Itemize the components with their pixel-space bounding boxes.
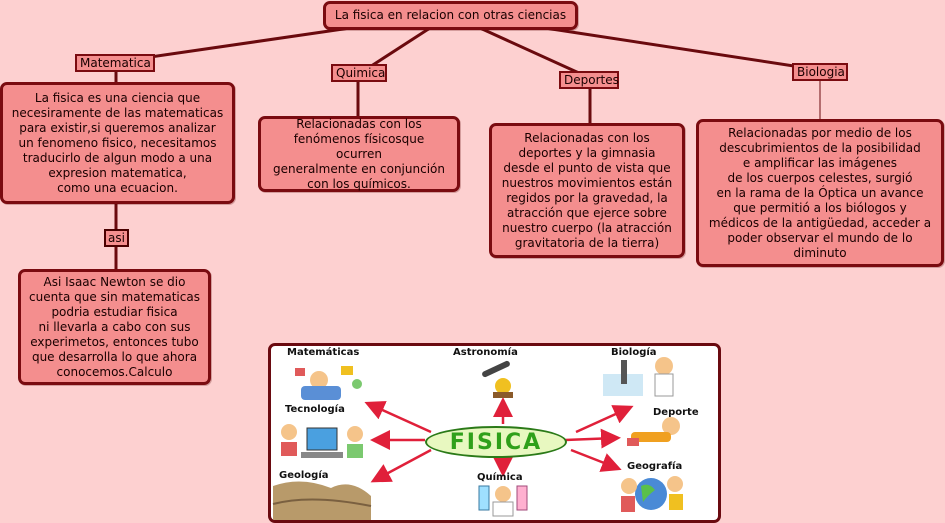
link-title-biologia <box>543 26 822 72</box>
fisica-illustration: Matemáticas Astronomía Biología Tecnolog… <box>268 343 721 523</box>
biologia-art <box>603 357 674 397</box>
astronomia-art <box>482 360 513 398</box>
label-matematica[interactable]: Matematica <box>75 54 155 72</box>
label-art-quimica: Química <box>477 472 523 483</box>
matematicas-art <box>295 366 362 400</box>
geografia-art <box>621 476 683 512</box>
label-art-astronomia: Astronomía <box>453 347 518 358</box>
label-biologia[interactable]: Biologia <box>792 63 848 81</box>
box-newton-text: Asi Isaac Newton se dio cuenta que sin m… <box>29 274 200 379</box>
box-newton[interactable]: Asi Isaac Newton se dio cuenta que sin m… <box>18 269 211 385</box>
tecnologia-art <box>281 424 363 458</box>
box-matematica-text: La fisica es una ciencia que necesiramen… <box>11 90 224 195</box>
geologia-art <box>272 481 372 520</box>
illustration-art <box>272 357 683 520</box>
label-art-biologia: Biología <box>611 347 657 358</box>
label-biologia-text: Biologia <box>797 65 845 79</box>
label-art-geologia: Geología <box>279 470 329 481</box>
label-art-matematicas: Matemáticas <box>287 347 360 358</box>
box-biologia[interactable]: Relacionadas por medio de los descubrimi… <box>696 119 944 267</box>
label-art-tecnologia: Tecnología <box>285 404 345 415</box>
box-quimica[interactable]: Relacionadas con los fenómenos físicosqu… <box>258 116 460 192</box>
label-deportes-text: Deportes <box>564 73 619 87</box>
fisica-center-text: FISICA <box>449 429 543 455</box>
label-art-deporte: Deporte <box>653 407 699 418</box>
label-art-geografia: Geografía <box>627 461 683 472</box>
center-arrows <box>364 397 634 483</box>
label-quimica[interactable]: Quimica <box>331 64 387 82</box>
box-quimica-text: Relacionadas con los fenómenos físicosqu… <box>273 116 445 191</box>
label-deportes[interactable]: Deportes <box>559 71 619 89</box>
box-biologia-text: Relacionadas por medio de los descubrimi… <box>708 125 932 260</box>
label-matematica-text: Matematica <box>80 56 151 70</box>
link-title-matematica <box>114 26 352 64</box>
label-asi[interactable]: asi <box>104 229 129 247</box>
quimica-art <box>478 485 528 517</box>
fisica-center-label: FISICA <box>425 426 567 458</box>
link-title-deportes <box>478 26 592 80</box>
title-text: La fisica en relacion con otras ciencias <box>334 8 567 22</box>
label-quimica-text: Quimica <box>336 66 386 80</box>
box-deportes[interactable]: Relacionadas con los deportes y la gimna… <box>489 123 685 258</box>
box-matematica[interactable]: La fisica es una ciencia que necesiramen… <box>0 82 235 204</box>
title-node[interactable]: La fisica en relacion con otras ciencias <box>323 1 578 30</box>
box-deportes-text: Relacionadas con los deportes y la gimna… <box>501 130 673 250</box>
deporte-art <box>627 417 680 446</box>
label-asi-text: asi <box>108 231 125 245</box>
